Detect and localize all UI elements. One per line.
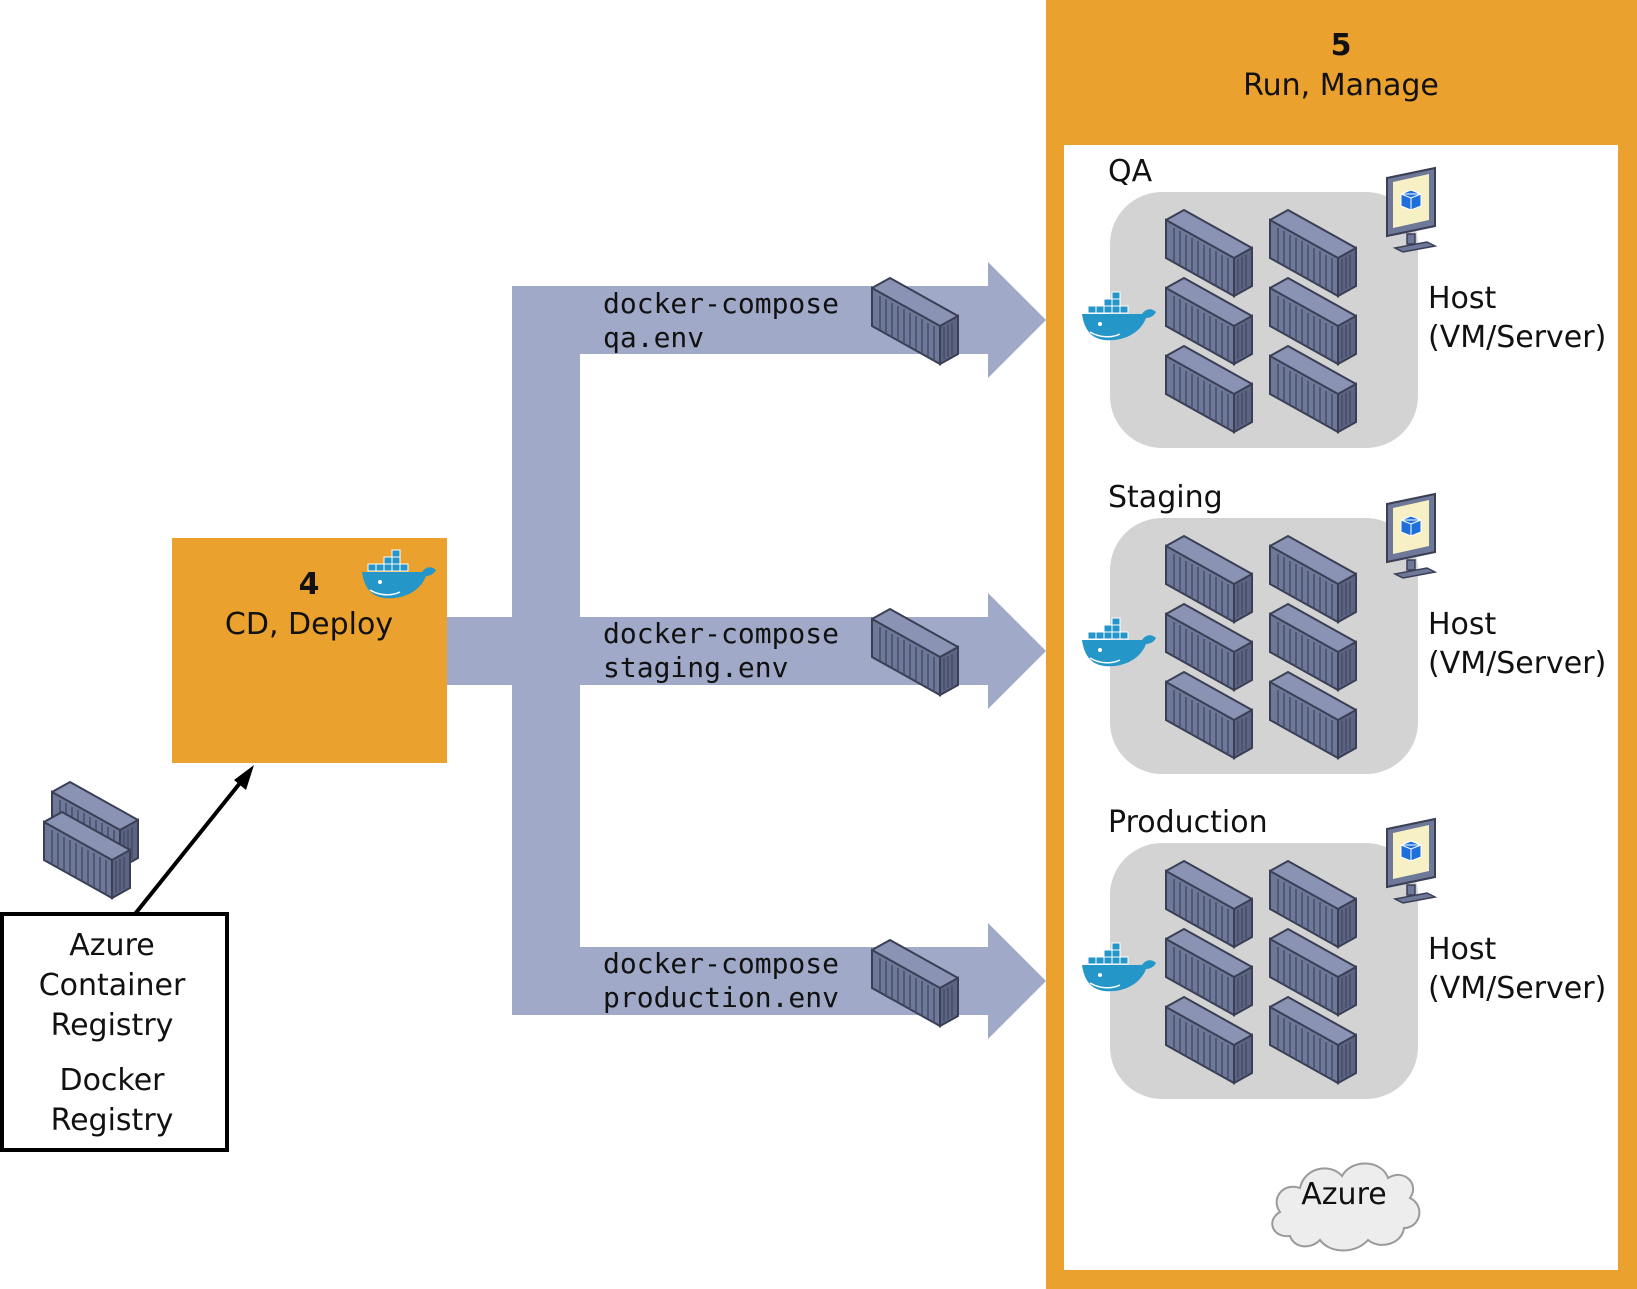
branch-label-qa-line1: docker-compose (603, 287, 839, 320)
run-label: Run, Manage (1243, 68, 1439, 103)
host-label-line1: Host (1428, 281, 1497, 316)
environment-production: Production Host (VM/Server) (1081, 805, 1606, 1099)
cloud-label: Azure (1301, 1177, 1386, 1212)
deploy-box: 4 CD, Deploy (172, 538, 447, 763)
registry-label-line5: Registry (51, 1103, 174, 1138)
run-step-number: 5 (1331, 28, 1352, 63)
branch-label-staging-line1: docker-compose (603, 617, 839, 650)
branch-label-production-line2: production.env (603, 981, 839, 1014)
arrow-head (234, 765, 254, 790)
registry: Azure Container Registry Docker Registry (0, 765, 254, 1152)
environment-name: Staging (1108, 480, 1223, 515)
host-label-line1: Host (1428, 932, 1497, 967)
host-label-line2: (VM/Server) (1428, 646, 1606, 681)
cloud-icon (1271, 1162, 1421, 1252)
branch-label-staging-line2: staging.env (603, 651, 788, 684)
environment-staging: Staging Host (VM/Server) (1081, 480, 1606, 774)
host-label-line2: (VM/Server) (1428, 971, 1606, 1006)
environment-name: QA (1108, 154, 1153, 189)
branch-label-production-line1: docker-compose (603, 947, 839, 980)
azure-cloud: Azure (1271, 1162, 1421, 1252)
registry-label-line1: Azure (69, 928, 154, 963)
deploy-pipeline (445, 262, 1046, 1039)
deploy-label: CD, Deploy (225, 607, 393, 642)
registry-to-deploy-arrow (133, 776, 246, 916)
branch-label-qa-line2: qa.env (603, 321, 704, 354)
registry-label-line2: Container (39, 968, 186, 1003)
host-label-line2: (VM/Server) (1428, 320, 1606, 355)
environment-name: Production (1108, 805, 1268, 840)
registry-label-line4: Docker (59, 1063, 165, 1098)
deploy-step-number: 4 (299, 567, 320, 602)
branch-arrow-qa (580, 262, 1046, 378)
registry-label-line3: Registry (51, 1008, 174, 1043)
host-label-line1: Host (1428, 607, 1497, 642)
environment-qa: QA Host (VM/Server) (1081, 154, 1606, 448)
